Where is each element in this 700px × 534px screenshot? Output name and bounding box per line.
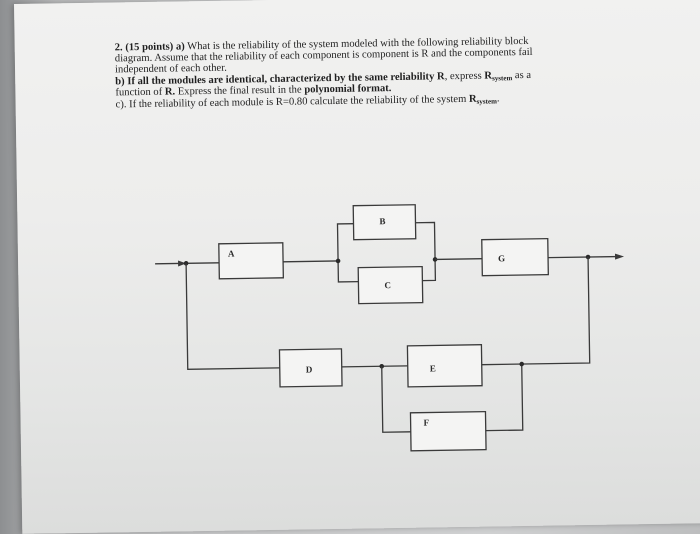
svg-text:E: E [430, 363, 436, 373]
output-wire [548, 255, 619, 259]
wire-a-bc [283, 260, 339, 263]
wire-b-right [415, 221, 436, 260]
split-junction [335, 258, 341, 264]
block-e: E [406, 344, 483, 388]
wire-c-left [337, 260, 359, 283]
block-c: C [357, 265, 424, 305]
output-arrow-icon [614, 253, 625, 260]
paper-sheet: 2. (15 points) a) What is the reliabilit… [14, 0, 700, 534]
ef-merge-junction [519, 361, 525, 367]
wire-c-right [422, 259, 437, 282]
block-a: A [218, 242, 284, 280]
wire-bc-g [435, 258, 483, 261]
svg-text:G: G [498, 253, 505, 263]
svg-text:F: F [424, 418, 430, 428]
svg-text:C: C [384, 280, 391, 290]
svg-text:B: B [379, 216, 385, 226]
wire-f-right [485, 364, 524, 432]
block-g: G [481, 237, 549, 277]
wire-f-left [381, 366, 411, 433]
block-d: D [278, 348, 343, 388]
reliability-block-diagram: A B C G D E F [155, 204, 625, 452]
wire-in-d [185, 263, 280, 370]
wire-b-left [336, 223, 354, 261]
block-b: B [352, 204, 417, 241]
svg-text:A: A [228, 249, 235, 259]
input-arrow-icon [178, 260, 187, 267]
block-f: F [409, 410, 487, 452]
svg-text:D: D [306, 364, 313, 374]
wire-e-out [481, 257, 591, 366]
wire-d-ef [341, 365, 408, 368]
